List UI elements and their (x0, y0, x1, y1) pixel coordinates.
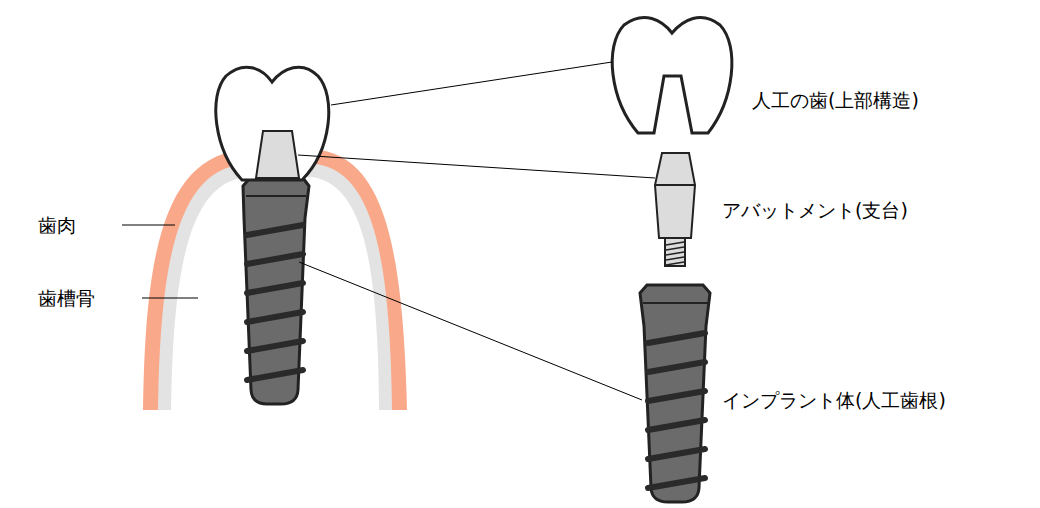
alveolar-bone (171, 177, 379, 410)
thread-stroke (648, 449, 705, 459)
part-label: 人工の歯(上部構造) (752, 89, 919, 112)
bone-edge (158, 164, 392, 410)
crown-exploded (612, 17, 732, 133)
screw-thread (666, 242, 684, 265)
thread-stroke (648, 478, 705, 488)
crown (216, 67, 329, 180)
thread-stroke (247, 254, 303, 264)
gum (143, 150, 407, 410)
thread-stroke (648, 391, 705, 401)
thread-stroke (247, 283, 303, 293)
tissue-label: 歯槽骨 (38, 287, 95, 310)
screw-thread (247, 225, 303, 380)
thread-stroke (666, 257, 684, 260)
abutment-screw (665, 238, 685, 266)
thread-stroke (666, 252, 684, 255)
part-label: アバットメント(支台) (722, 199, 908, 222)
tissue-label: 歯肉 (38, 214, 76, 237)
thread-stroke (247, 225, 303, 235)
leader-lines (122, 62, 655, 400)
abutment-exploded (655, 153, 695, 238)
thread-stroke (247, 312, 303, 322)
thread-stroke (648, 420, 705, 430)
implant-body (243, 178, 309, 404)
implant-body-exploded (640, 285, 710, 502)
thread-stroke (648, 362, 705, 372)
thread-stroke (648, 333, 705, 343)
screw-thread (648, 333, 705, 488)
thread-stroke (247, 370, 303, 380)
thread-stroke (666, 242, 684, 245)
thread-stroke (666, 247, 684, 250)
thread-stroke (247, 341, 303, 351)
abutment (256, 131, 299, 178)
part-label: インプラント体(人工歯根) (722, 389, 946, 412)
thread-stroke (666, 262, 684, 265)
